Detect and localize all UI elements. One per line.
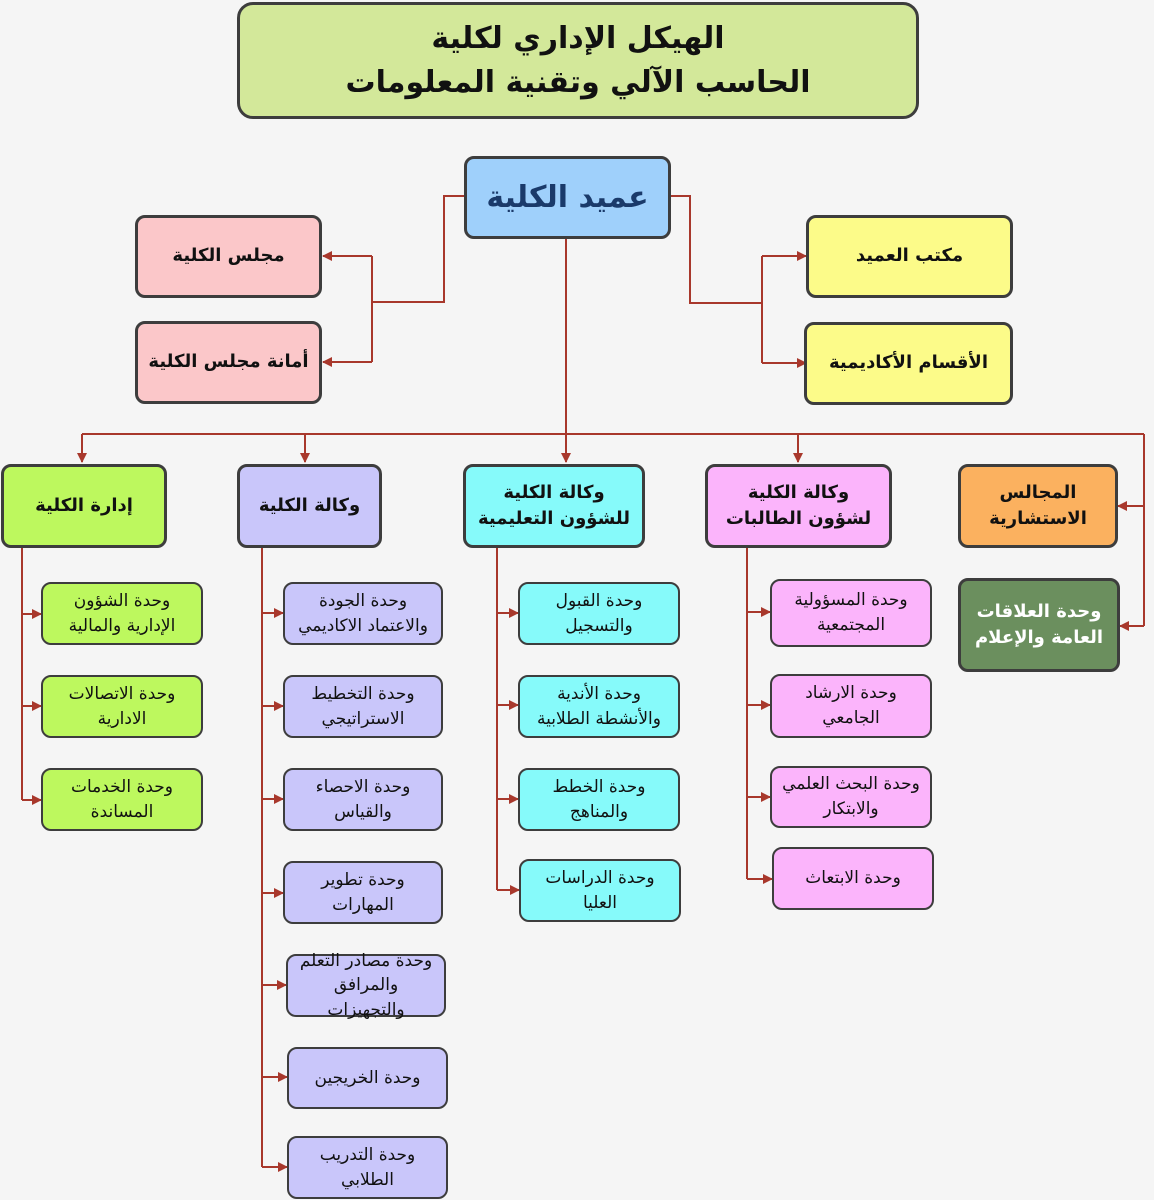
female-affairs-box: وكالة الكلية لشؤون الطالبات (705, 464, 892, 548)
academic-unit-3: وحدة الخطط والمناهج (518, 768, 680, 831)
dean-office-box: مكتب العميد (806, 215, 1013, 298)
female-unit-3: وحدة البحث العلمي والابتكار (770, 766, 932, 828)
female-unit-1: وحدة المسؤولية المجتمعية (770, 579, 932, 647)
female-unit-4: وحدة الابتعاث (772, 847, 934, 910)
chart-title: الهيكل الإداري لكلية الحاسب الآلي وتقنية… (237, 2, 919, 119)
vice-dean-box: وكالة الكلية (237, 464, 382, 548)
connector-dean-right (670, 195, 762, 304)
vice-unit-4: وحدة تطوير المهارات (283, 861, 443, 924)
academic-unit-1: وحدة القبول والتسجيل (518, 582, 680, 645)
vice-unit-6: وحدة الخريجين (287, 1047, 448, 1109)
admin-unit-3: وحدة الخدمات المساندة (41, 768, 203, 831)
vice-unit-5: وحدة مصادر التعلم والمرافق والتجهيزات (286, 951, 446, 1020)
vice-unit-3: وحدة الاحصاء والقياس (283, 768, 443, 831)
admin-unit-1: وحدة الشؤون الإدارية والمالية (41, 582, 203, 645)
academic-affairs-box: وكالة الكلية للشؤون التعليمية (463, 464, 645, 548)
admin-unit-2: وحدة الاتصالات الادارية (41, 675, 203, 738)
public-relations-box: وحدة العلاقات العامة والإعلام (958, 578, 1120, 672)
advisory-councils-box: المجالس الاستشارية (958, 464, 1118, 548)
female-unit-2: وحدة الارشاد الجامعي (770, 674, 932, 738)
vice-unit-7: وحدة التدريب الطلابي (287, 1136, 448, 1199)
vice-unit-2: وحدة التخطيط الاستراتيجي (283, 675, 443, 738)
connector-dean-left (372, 195, 464, 303)
chart-title-line2: الحاسب الآلي وتقنية المعلومات (345, 64, 811, 100)
college-administration-box: إدارة الكلية (1, 464, 167, 548)
dean-box: عميد الكلية (464, 156, 671, 239)
council-secretariat-box: أمانة مجلس الكلية (135, 321, 322, 404)
college-council-box: مجلس الكلية (135, 215, 322, 298)
vice-unit-1: وحدة الجودة والاعتماد الاكاديمي (283, 582, 443, 645)
academic-unit-2: وحدة الأندية والأنشطة الطلابية (518, 675, 680, 738)
academic-unit-4: وحدة الدراسات العليا (519, 859, 681, 922)
chart-title-line1: الهيكل الإداري لكلية (431, 21, 725, 56)
academic-departments-box: الأقسام الأكاديمية (804, 322, 1013, 405)
